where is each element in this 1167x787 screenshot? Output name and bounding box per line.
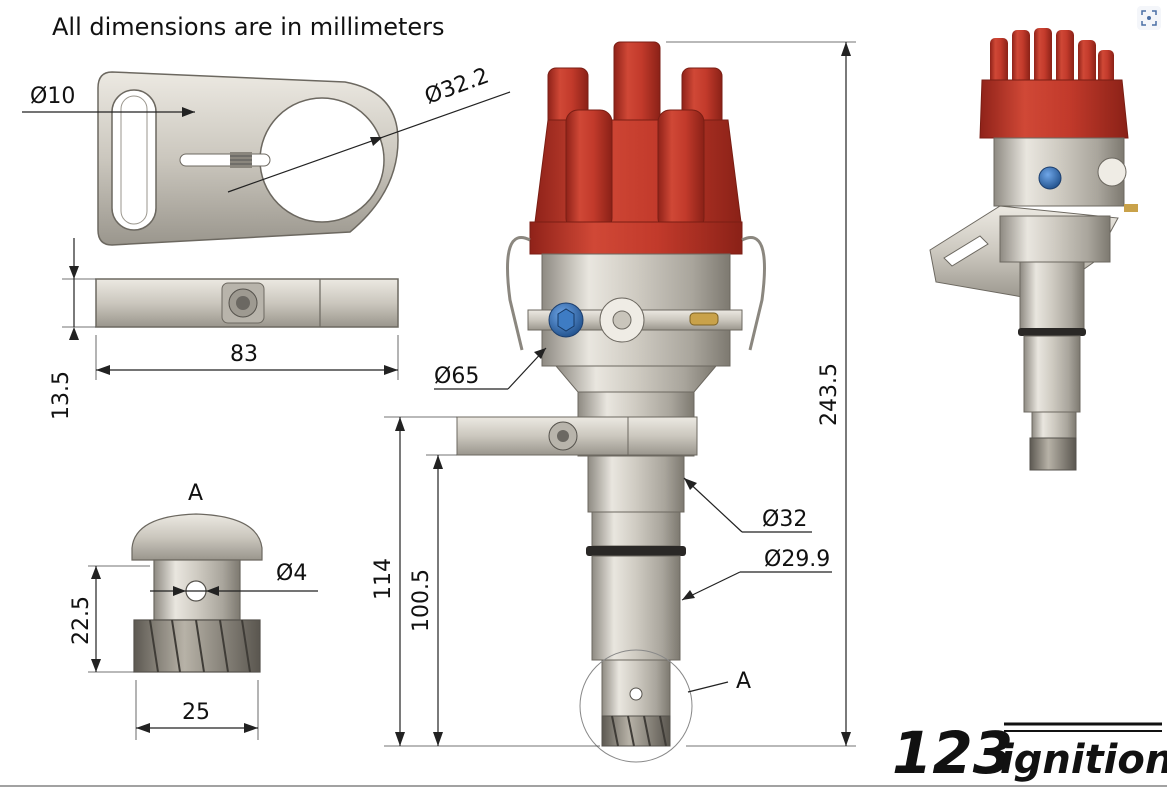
dim-bracket-length: 83 bbox=[230, 342, 258, 367]
detail-callout-a: A bbox=[736, 669, 751, 694]
brand-numeral: 123 bbox=[892, 719, 1013, 787]
bracket-top-view bbox=[97, 71, 399, 246]
dimension-note: All dimensions are in millimeters bbox=[52, 13, 445, 41]
dim-height-100: 100.5 bbox=[409, 569, 434, 632]
dim-mount-slot: Ø10 bbox=[30, 84, 75, 109]
dim-gear-width: 25 bbox=[182, 700, 210, 725]
gear-detail bbox=[131, 513, 263, 673]
dim-bracket-thickness: 13.5 bbox=[49, 371, 74, 420]
brand-word: ignition bbox=[1000, 737, 1167, 783]
dim-shaft-lower: Ø29.9 bbox=[764, 547, 830, 572]
dim-total-height: 243.5 bbox=[817, 363, 842, 426]
distributor-front bbox=[456, 41, 766, 763]
dim-mount-bore: Ø32.2 bbox=[422, 63, 493, 109]
distributor-perspective bbox=[929, 28, 1138, 471]
dim-shaft-upper: Ø32 bbox=[762, 507, 807, 532]
bracket-side-view bbox=[95, 278, 399, 328]
dim-body-diameter: Ø65 bbox=[434, 364, 479, 389]
dim-height-114: 114 bbox=[371, 558, 396, 600]
dim-gear-pin: Ø4 bbox=[276, 561, 307, 586]
dim-gear-height: 22.5 bbox=[69, 596, 94, 645]
scan-icon bbox=[1141, 10, 1157, 26]
brand-logo: 123 ignition bbox=[892, 719, 1167, 787]
scan-button[interactable] bbox=[1137, 6, 1161, 30]
detail-label-a: A bbox=[188, 481, 203, 506]
